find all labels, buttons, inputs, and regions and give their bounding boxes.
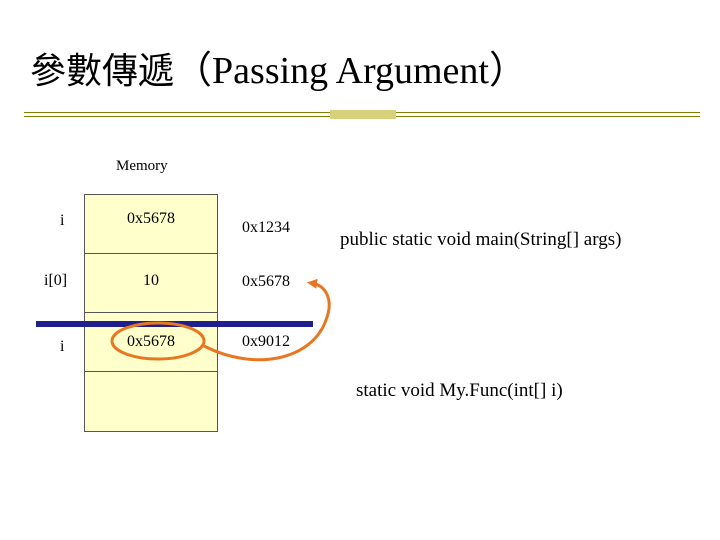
variable-label: i: [60, 212, 65, 229]
variable-label: i: [60, 338, 65, 355]
func-method-signature: static void My.Func(int[] i): [356, 380, 563, 401]
title-underline-accent: [330, 110, 396, 119]
main-method-signature: public static void main(String[] args): [340, 229, 622, 250]
memory-address: 0x1234: [242, 219, 290, 236]
highlight-ellipse: [110, 321, 206, 361]
memory-cell-divider: [84, 253, 218, 254]
slide-title: 參數傳遞（Passing Argument）: [30, 52, 527, 90]
memory-address: 0x9012: [242, 333, 290, 350]
memory-address: 0x5678: [242, 273, 290, 290]
memory-block: [84, 194, 218, 432]
memory-value: 0x5678: [127, 333, 175, 350]
title-paren-close: ）: [488, 50, 527, 92]
title-paren-open: （: [174, 50, 213, 92]
memory-label: Memory: [116, 158, 168, 174]
variable-label: i[0]: [44, 272, 68, 289]
memory-value: 10: [143, 272, 159, 289]
memory-value: 0x5678: [127, 210, 175, 227]
memory-cell-divider: [84, 371, 218, 372]
pointer-arrow: [203, 278, 331, 362]
title-english: Passing Argument: [212, 50, 489, 92]
title-chinese: 參數傳遞: [30, 51, 175, 92]
memory-cell-divider: [84, 312, 218, 313]
